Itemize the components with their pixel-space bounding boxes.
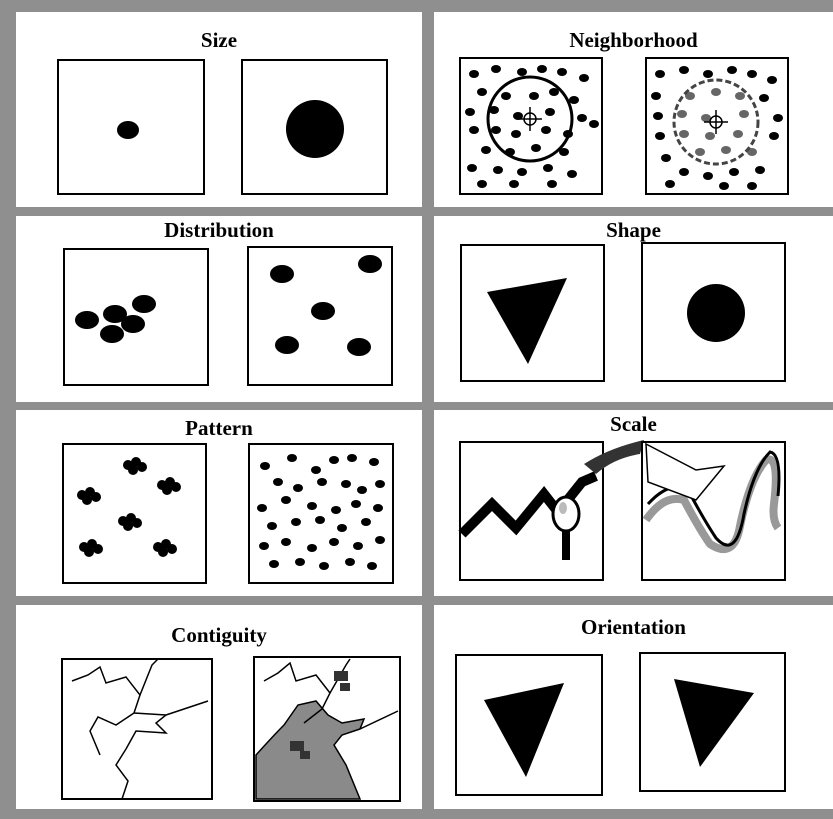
distribution-panels <box>16 216 422 402</box>
orientation-panels <box>434 605 833 809</box>
size-panels <box>16 12 422 207</box>
contiguity-panels <box>16 605 422 809</box>
cell-contiguity: Contiguity <box>16 605 422 809</box>
scale-panels <box>434 410 833 596</box>
size-small-dot <box>117 121 139 139</box>
cell-size: Size <box>16 12 422 207</box>
size-large-dot <box>286 100 344 158</box>
cell-shape: Shape <box>434 216 833 402</box>
cell-orientation: Orientation <box>434 605 833 809</box>
cell-scale: Scale <box>434 410 833 596</box>
cell-pattern: Pattern <box>16 410 422 596</box>
shape-panels <box>434 216 833 402</box>
neighborhood-panels <box>434 12 833 207</box>
cell-neighborhood: Neighborhood <box>434 12 833 207</box>
cell-distribution: Distribution <box>16 216 422 402</box>
pattern-panels <box>16 410 422 596</box>
